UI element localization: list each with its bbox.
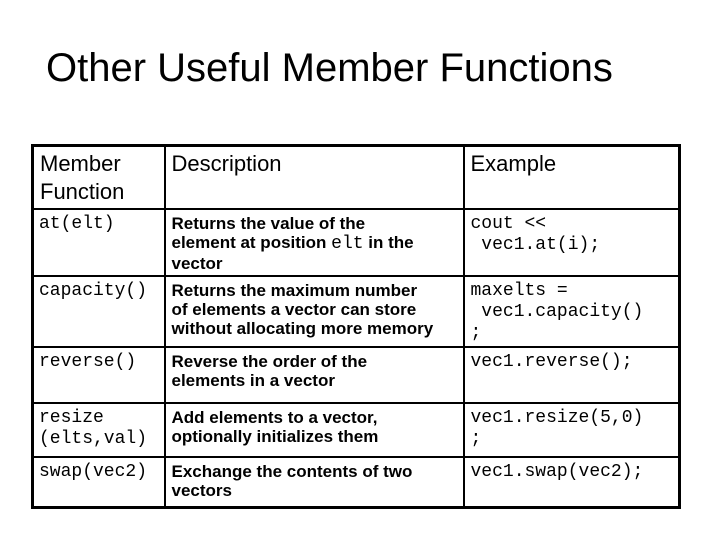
column-header-description: Description xyxy=(163,144,465,210)
example-cell: cout << vec1.at(i); xyxy=(462,208,681,277)
page-title: Other Useful Member Functions xyxy=(46,46,613,90)
table-row: capacity() Returns the maximum number of… xyxy=(31,275,681,348)
description-text: Returns the value of the element at posi… xyxy=(171,214,366,252)
description-cell: Returns the value of the element at posi… xyxy=(163,208,465,277)
description-text: Exchange the contents of two vectors xyxy=(171,462,413,500)
description-text: in the vector xyxy=(171,233,414,273)
description-cell: Reverse the order of the elements in a v… xyxy=(163,346,465,404)
member-function-cell: capacity() xyxy=(31,275,166,348)
member-function-cell: reverse() xyxy=(31,346,166,404)
member-function-cell: resize (elts,val) xyxy=(31,402,166,458)
table-row: resize (elts,val) Add elements to a vect… xyxy=(31,402,681,458)
description-text: Returns the maximum number of elements a… xyxy=(171,281,434,338)
table-row: reverse() Reverse the order of the eleme… xyxy=(31,346,681,404)
table-row: swap(vec2) Exchange the contents of two … xyxy=(31,456,681,508)
description-cell: Exchange the contents of two vectors xyxy=(163,456,465,508)
example-cell: vec1.reverse(); xyxy=(462,346,681,404)
description-text: Reverse the order of the elements in a v… xyxy=(171,352,368,390)
example-cell: vec1.resize(5,0) ; xyxy=(462,402,681,458)
table-row: at(elt) Returns the value of the element… xyxy=(31,208,681,277)
inline-code: elt xyxy=(331,234,364,254)
example-cell: maxelts = vec1.capacity() ; xyxy=(462,275,681,348)
member-function-cell: at(elt) xyxy=(31,208,166,277)
table-header-row: Member Function Description Example xyxy=(31,144,681,210)
description-cell: Returns the maximum number of elements a… xyxy=(163,275,465,348)
description-text: Add elements to a vector, optionally ini… xyxy=(171,408,379,446)
member-functions-table: Member Function Description Example at(e… xyxy=(31,144,681,509)
column-header-member-function: Member Function xyxy=(31,144,166,210)
member-function-cell: swap(vec2) xyxy=(31,456,166,508)
description-cell: Add elements to a vector, optionally ini… xyxy=(163,402,465,458)
example-cell: vec1.swap(vec2); xyxy=(462,456,681,508)
column-header-example: Example xyxy=(462,144,681,210)
